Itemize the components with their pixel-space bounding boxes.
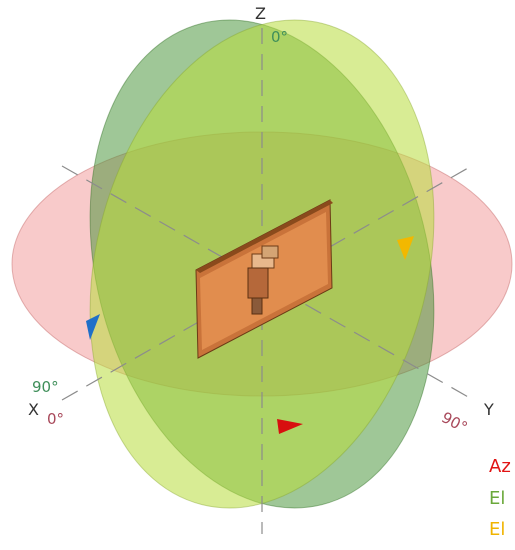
yellow-direction-arrow [397, 236, 414, 260]
legend-elevation-1: El [489, 488, 506, 509]
x-azimuth-angle-label: 0° [47, 410, 65, 428]
legend-azimuth: Az [489, 456, 511, 477]
azimuth-direction-arrow [277, 419, 303, 434]
x-elevation-angle-label: 90° [32, 378, 59, 396]
y-axis-label: Y [484, 400, 494, 419]
x-axis-label: X [28, 400, 39, 419]
blue-direction-arrow [86, 314, 100, 340]
z-top-angle-label: 0° [271, 28, 289, 46]
z-axis-label: Z [255, 4, 266, 23]
legend-elevation-2: El [489, 519, 506, 540]
antenna-board [195, 199, 333, 359]
